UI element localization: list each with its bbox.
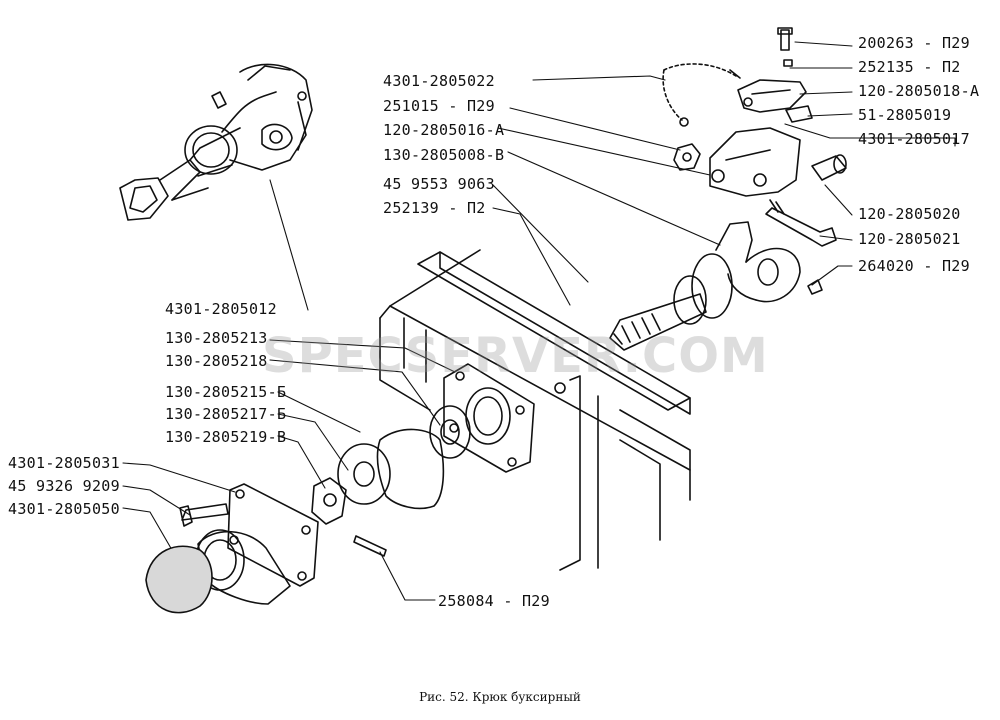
part-label-120-2805016-a: 120-2805016-А [383,121,505,139]
part-label-45-9553-9063: 45 9553 9063 [383,175,495,193]
watermark: SPECSERVER.COM [262,328,769,384]
figure-caption: Рис. 52. Крюк буксирный [419,690,581,704]
part-label-130-2805219-v: 130-2805219-В [165,428,287,446]
part-label-120-2805021: 120-2805021 [858,230,961,248]
part-label-130-2805213: 130-2805213 [165,329,268,347]
part-label-251015: 251015 - П29 [383,97,495,115]
part-label-258084: 258084 - П29 [438,592,550,610]
part-label-130-2805008-v: 130-2805008-В [383,146,505,164]
part-label-120-2805018-a: 120-2805018-А [858,82,980,100]
part-label-4301-2805017: 4301-2805017 [858,130,970,148]
part-label-51-2805019: 51-2805019 [858,106,952,124]
part-label-130-2805218: 130-2805218 [165,352,268,370]
part-label-120-2805020: 120-2805020 [858,205,961,223]
upper-small-parts [662,27,813,127]
part-label-4301-2805050: 4301-2805050 [8,500,120,518]
frame-crossmember [379,249,691,571]
assembled-hook [119,63,313,221]
rear-housing [145,483,387,614]
part-label-200263: 200263 - П29 [858,34,970,52]
right-hardware [673,127,847,295]
part-label-4301-2805022: 4301-2805022 [383,72,495,90]
part-label-252139: 252139 - П2 [383,199,486,217]
part-label-252135: 252135 - П2 [858,58,961,76]
part-label-45-9326-9209: 45 9326 9209 [8,477,120,495]
leader-lines [122,41,956,601]
buffer-stack [311,363,535,525]
part-label-130-2805217-b: 130-2805217-Б [165,405,287,423]
hook-shank [609,221,801,351]
part-label-4301-2805012: 4301-2805012 [165,300,277,318]
part-label-4301-2805031: 4301-2805031 [8,454,120,472]
part-label-130-2805215-b: 130-2805215-Б [165,383,287,401]
part-label-264020: 264020 - П29 [858,257,970,275]
